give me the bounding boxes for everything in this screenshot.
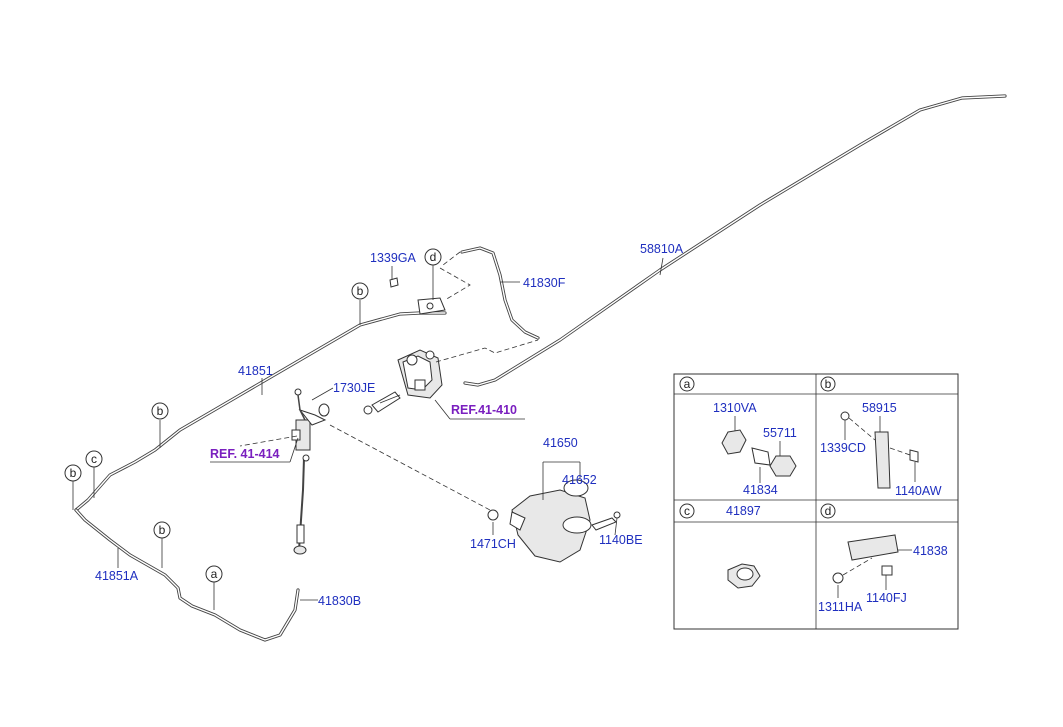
label-41830f[interactable]: 41830F	[523, 276, 566, 290]
tube-58810a	[463, 94, 1007, 387]
svg-text:d: d	[430, 250, 437, 264]
svg-text:b: b	[159, 523, 166, 537]
label-1310va[interactable]: 1310VA	[713, 401, 757, 415]
callout-b-main-3: b	[64, 464, 82, 482]
detail-panel-b: b 58915 1339CD 1140AW	[820, 376, 942, 498]
label-1140fj[interactable]: 1140FJ	[866, 591, 907, 605]
label-41851[interactable]: 41851	[238, 364, 273, 378]
detail-panel-d: d 41838 1311HA 1140FJ	[818, 503, 948, 614]
label-leaders	[72, 257, 664, 610]
label-41834[interactable]: 41834	[743, 483, 778, 497]
svg-text:d: d	[825, 504, 832, 518]
detail-panel-a: a 1310VA 55711 41834	[679, 376, 797, 497]
detail-grid	[673, 373, 959, 630]
label-1339cd[interactable]: 1339CD	[820, 441, 866, 455]
clutch-master-cylinder	[363, 349, 443, 415]
label-1311ha[interactable]: 1311HA	[818, 600, 863, 614]
label-41652[interactable]: 41652	[562, 473, 597, 487]
callout-b-main-4: b	[153, 521, 171, 539]
callout-a-main: a	[205, 565, 223, 583]
label-41851a[interactable]: 41851A	[95, 569, 139, 583]
svg-text:b: b	[825, 377, 832, 391]
label-1730je[interactable]: 1730JE	[333, 381, 375, 395]
tube-41830f	[460, 246, 540, 340]
svg-text:b: b	[357, 284, 364, 298]
label-41838[interactable]: 41838	[913, 544, 948, 558]
svg-text:c: c	[684, 504, 690, 518]
label-58810a[interactable]: 58810A	[640, 242, 684, 256]
svg-text:b: b	[70, 466, 77, 480]
svg-text:c: c	[91, 452, 97, 466]
svg-text:b: b	[157, 404, 164, 418]
label-41897[interactable]: 41897	[726, 504, 761, 518]
label-41650[interactable]: 41650	[543, 436, 578, 450]
callout-c-main: c	[85, 450, 103, 468]
hose-41830b	[293, 454, 310, 555]
callout-b-main-2: b	[151, 402, 169, 420]
reservoir-41650	[487, 479, 621, 563]
callout-b-main-1: b	[351, 282, 369, 300]
detail-panel-c: c 41897	[679, 503, 761, 589]
dashed-leaders	[239, 251, 539, 511]
label-41830b[interactable]: 41830B	[318, 594, 361, 608]
label-1140be[interactable]: 1140BE	[599, 533, 643, 547]
label-58915[interactable]: 58915	[862, 401, 897, 415]
tube-41851	[74, 311, 447, 512]
label-1140aw[interactable]: 1140AW	[895, 484, 942, 498]
ref-41-410[interactable]: REF.41-410	[451, 403, 517, 417]
bracket-1339ga	[389, 277, 446, 315]
svg-text:a: a	[684, 377, 691, 391]
label-55711[interactable]: 55711	[763, 426, 797, 440]
label-1471ch[interactable]: 1471CH	[470, 537, 516, 551]
ref-41-414[interactable]: REF. 41-414	[210, 447, 280, 461]
callout-d-main: d	[424, 248, 442, 266]
svg-text:a: a	[211, 567, 218, 581]
clutch-valve-41414	[291, 388, 330, 451]
tube-41851a	[74, 508, 300, 642]
label-1339ga[interactable]: 1339GA	[370, 251, 417, 265]
